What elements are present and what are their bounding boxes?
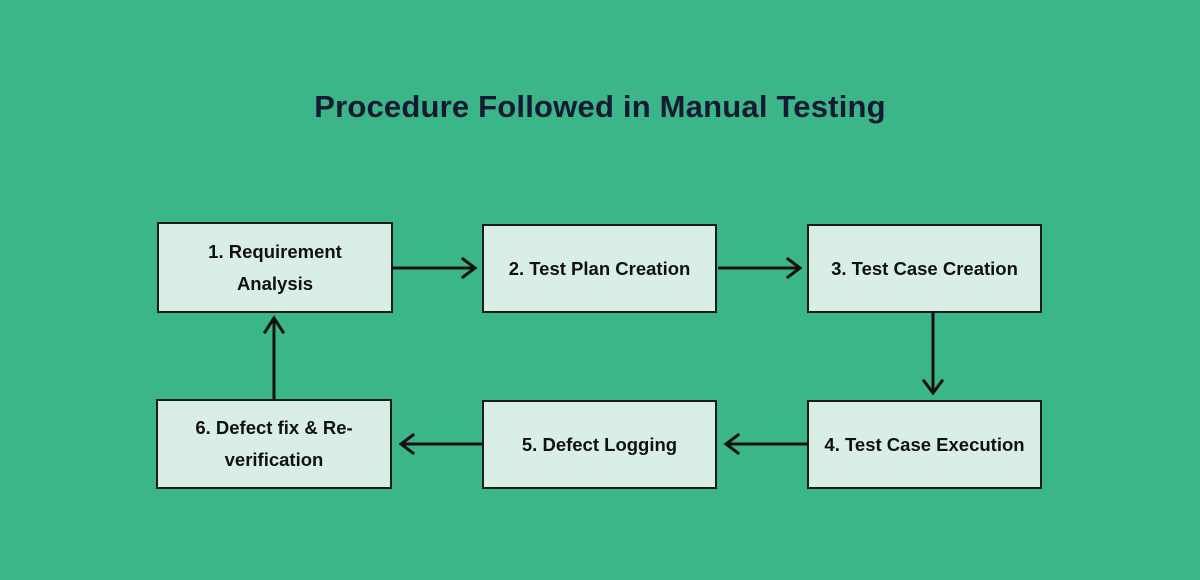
flow-node-test-case-execution[interactable]: 4. Test Case Execution: [807, 400, 1042, 489]
page-title: Procedure Followed in Manual Testing: [314, 89, 886, 124]
edge-6-to-1: [260, 311, 288, 400]
flow-node-test-plan-creation[interactable]: 2. Test Plan Creation: [482, 224, 717, 313]
flow-node-label: 4. Test Case Execution: [824, 433, 1025, 455]
edge-1-to-2: [393, 254, 483, 282]
flow-node-label: 2. Test Plan Creation: [508, 257, 691, 279]
flow-node-defect-logging[interactable]: 5. Defect Logging: [482, 400, 717, 489]
edge-3-to-4: [919, 313, 947, 401]
edge-5-to-6: [392, 430, 483, 458]
flow-node-label: 1. Requirement Analysis: [208, 240, 342, 294]
flow-node-defect-fix-reverification[interactable]: 6. Defect fix & Re-verification: [156, 399, 392, 489]
flow-node-label: 6. Defect fix & Re-verification: [195, 417, 353, 470]
flow-node-test-case-creation[interactable]: 3. Test Case Creation: [807, 224, 1042, 313]
edge-2-to-3: [718, 254, 808, 282]
edge-4-to-5: [717, 430, 808, 458]
flow-node-requirement-analysis[interactable]: 1. Requirement Analysis: [157, 222, 393, 313]
flow-node-label: 3. Test Case Creation: [831, 257, 1018, 279]
flow-node-label: 5. Defect Logging: [521, 433, 678, 455]
